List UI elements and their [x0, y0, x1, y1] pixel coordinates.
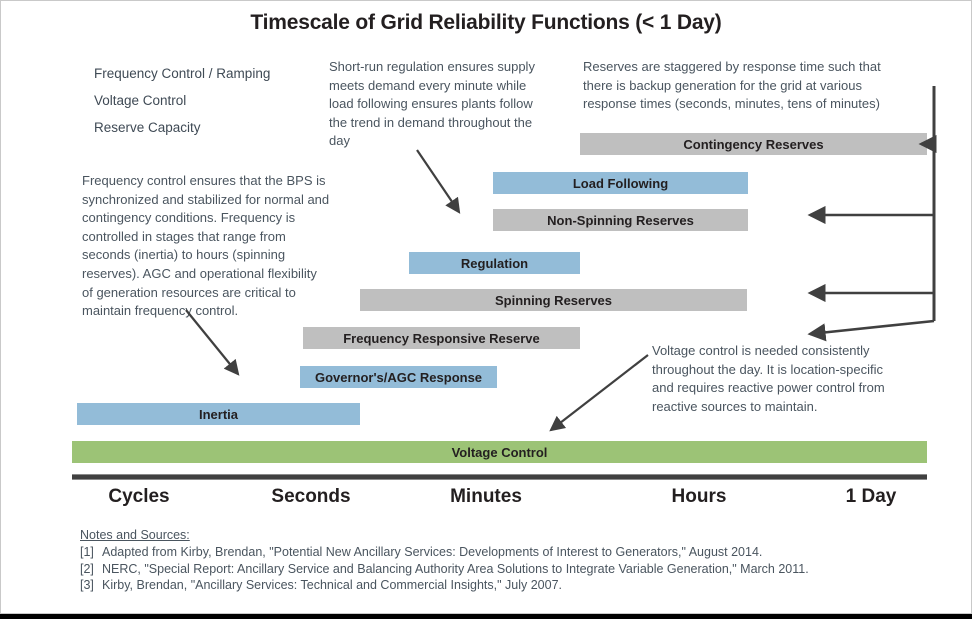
axis-tick-one-day: 1 Day: [845, 486, 897, 507]
legend: Frequency Control / Ramping Voltage Cont…: [46, 60, 316, 141]
source-item-3: [3] Kirby, Brendan, "Ancillary Services:…: [80, 577, 940, 594]
bar-frequency-responsive-reserve: Frequency Responsive Reserve: [303, 327, 580, 349]
annotation-frequency-control: Frequency control ensures that the BPS i…: [82, 173, 330, 319]
arrow-short-run-to-bars: [416, 149, 461, 214]
legend-item-reserve-capacity: Reserve Capacity: [46, 114, 316, 141]
bar-spinning-reserves: Spinning Reserves: [360, 289, 747, 311]
bar-governors-agc-response: Governor's/AGC Response: [300, 366, 497, 388]
axis-tick-hours: Hours: [671, 486, 727, 507]
legend-swatch-green-icon: [46, 91, 76, 110]
annotation-reserves-staggered: Reserves are staggered by response time …: [583, 59, 881, 112]
axis-tick-minutes: Minutes: [450, 486, 522, 507]
source-number-3: [3]: [80, 578, 94, 592]
source-text-1: Adapted from Kirby, Brendan, "Potential …: [102, 545, 763, 559]
source-item-1: [1] Adapted from Kirby, Brendan, "Potent…: [80, 544, 940, 561]
sources-heading: Notes and Sources:: [80, 528, 190, 542]
timescale-axis-line: [72, 474, 927, 480]
legend-label-voltage-control: Voltage Control: [94, 93, 187, 108]
legend-swatch-gray-icon: [46, 118, 76, 137]
source-number-1: [1]: [80, 545, 94, 559]
source-text-2: NERC, "Special Report: Ancillary Service…: [102, 561, 809, 576]
page-title: Timescale of Grid Reliability Functions …: [250, 11, 722, 34]
source-item-2: [2] NERC, "Special Report: Ancillary Ser…: [80, 561, 940, 578]
bar-load-following: Load Following: [493, 172, 748, 194]
source-text-3: Kirby, Brendan, "Ancillary Services: Tec…: [102, 578, 563, 592]
legend-item-voltage-control: Voltage Control: [46, 87, 316, 114]
bar-regulation: Regulation: [409, 252, 580, 274]
annotation-voltage-control: Voltage control is needed consistently t…: [652, 343, 885, 414]
legend-label-frequency-control: Frequency Control / Ramping: [94, 66, 271, 81]
bar-inertia: Inertia: [77, 403, 360, 425]
notes-and-sources: Notes and Sources: [1] Adapted from Kirb…: [80, 528, 940, 594]
annotation-short-run-regulation: Short-run regulation ensures supply meet…: [329, 59, 535, 149]
bar-non-spinning-reserves: Non-Spinning Reserves: [493, 209, 748, 231]
legend-label-reserve-capacity: Reserve Capacity: [94, 120, 201, 135]
arrow-voltage-to-bar: [549, 354, 649, 432]
bar-contingency-reserves: Contingency Reserves: [580, 133, 927, 155]
axis-tick-cycles: Cycles: [108, 486, 170, 507]
source-number-2: [2]: [80, 561, 94, 576]
legend-swatch-blue-icon: [46, 64, 76, 83]
arrow-to-frequency-responsive-reserve: [807, 319, 935, 342]
axis-tick-seconds: Seconds: [271, 486, 351, 507]
bar-voltage-control: Voltage Control: [72, 441, 927, 463]
legend-item-frequency-control: Frequency Control / Ramping: [46, 60, 316, 87]
